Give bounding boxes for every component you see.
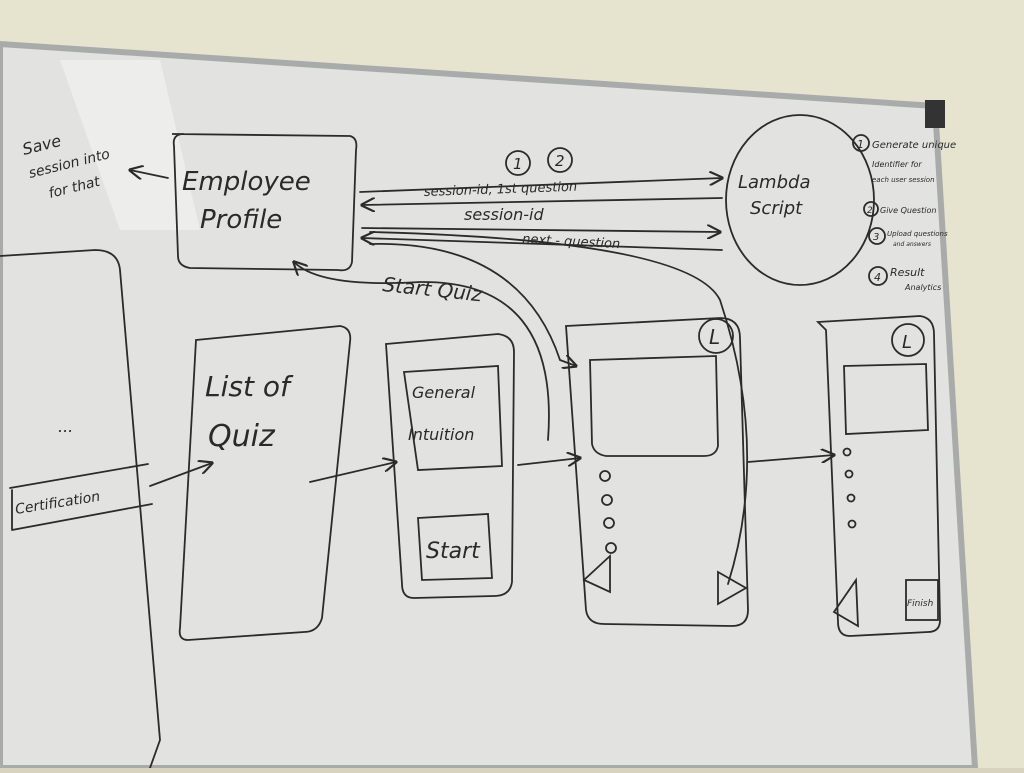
note-arrow (130, 170, 169, 178)
next-triangle (717, 570, 748, 606)
num-circle-2 (547, 147, 573, 173)
timer-circle (698, 318, 734, 354)
option-4 (605, 542, 617, 554)
lambda-script-circle (725, 114, 875, 286)
list-of-quiz-title-1: List of (205, 370, 294, 403)
lambda-title-2: Script (750, 198, 803, 219)
final-timer-glyph: L (902, 332, 912, 353)
arrow-card-to-question (517, 458, 580, 465)
note-num-circle-3 (868, 227, 886, 245)
question-screen-panel (565, 317, 749, 627)
lambda-note-num-4: 4 (874, 271, 881, 284)
lambda-note-num-2: 2 (867, 206, 873, 216)
arrow-to-final-screen (747, 455, 834, 462)
lambda-note-2-line-1: Give Question (880, 206, 936, 215)
frame-clip (925, 100, 945, 128)
arrow-to-question-screen (369, 243, 576, 366)
label-next-question: next - question (522, 232, 621, 252)
quiz-card-title-1: General (412, 383, 476, 402)
general-intuition-card (402, 365, 503, 471)
next-loop-arrow (369, 231, 749, 585)
quiz-detail-panel (385, 333, 515, 599)
arrow-profile-to-lambda-2 (361, 228, 720, 232)
final-option-1 (842, 447, 852, 457)
left-panel-dots: ... (58, 417, 73, 436)
final-option-4 (847, 519, 857, 529)
note-num-circle-1 (852, 134, 870, 152)
lambda-note-1-line-1: Generate unique (872, 140, 956, 151)
employee-profile-title-2: Profile (200, 205, 282, 235)
lambda-note-1-line-2: Identifier for (872, 160, 922, 169)
option-1 (599, 470, 611, 482)
lambda-note-3-line-1: Upload questions (887, 230, 948, 238)
lambda-note-1-line-3: each user session (872, 176, 935, 184)
lambda-note-4-line-1: Result (890, 266, 925, 279)
left-app-panel (0, 249, 161, 769)
num-circle-1 (505, 150, 531, 176)
note-num-circle-2 (863, 201, 879, 217)
employee-profile-title-1: Employee (182, 167, 311, 197)
arrow-lambda-to-profile-1 (362, 197, 723, 205)
arrow-start-quiz-to-profile (294, 262, 550, 441)
option-2 (601, 494, 613, 506)
lambda-note-3-line-2: and answers (893, 241, 931, 248)
certification-row (9, 463, 153, 531)
glare (60, 60, 200, 230)
option-3 (603, 517, 615, 529)
final-question-box (843, 363, 929, 435)
lambda-title-1: Lambda (738, 172, 810, 193)
start-button-label: Start (426, 539, 481, 564)
question-box (589, 355, 719, 457)
lambda-note-num-1: 1 (857, 138, 864, 151)
finish-button-box (905, 579, 939, 621)
final-prev-triangle (832, 577, 859, 628)
arrow-list-to-quiz-card (309, 462, 396, 483)
note-num-circle-4 (868, 266, 888, 286)
final-option-3 (846, 493, 856, 503)
final-option-2 (844, 469, 854, 479)
finish-button-label: Finish (907, 599, 934, 609)
arrow-num-2: 2 (555, 152, 565, 170)
arrow-lambda-to-profile-2 (362, 238, 723, 251)
prev-triangle (582, 553, 611, 594)
list-of-quiz-panel (178, 325, 352, 641)
arrow-num-1: 1 (513, 155, 523, 173)
quiz-card-title-2: Intuition (408, 425, 474, 444)
final-screen-panel (815, 315, 941, 637)
label-session-first-question: session-id, 1st question (424, 180, 578, 200)
timer-glyph: L (709, 325, 720, 349)
final-timer-circle (891, 323, 925, 357)
lambda-note-4-line-2: Analytics (904, 283, 941, 292)
label-session-id: session-id (464, 205, 544, 224)
arrow-certification-to-list (149, 463, 212, 487)
employee-profile-box (171, 133, 358, 272)
list-of-quiz-title-2: Quiz (208, 419, 276, 454)
arrow-profile-to-lambda-1 (359, 178, 722, 193)
start-button-box (417, 513, 493, 581)
lambda-note-num-3: 3 (873, 232, 879, 243)
